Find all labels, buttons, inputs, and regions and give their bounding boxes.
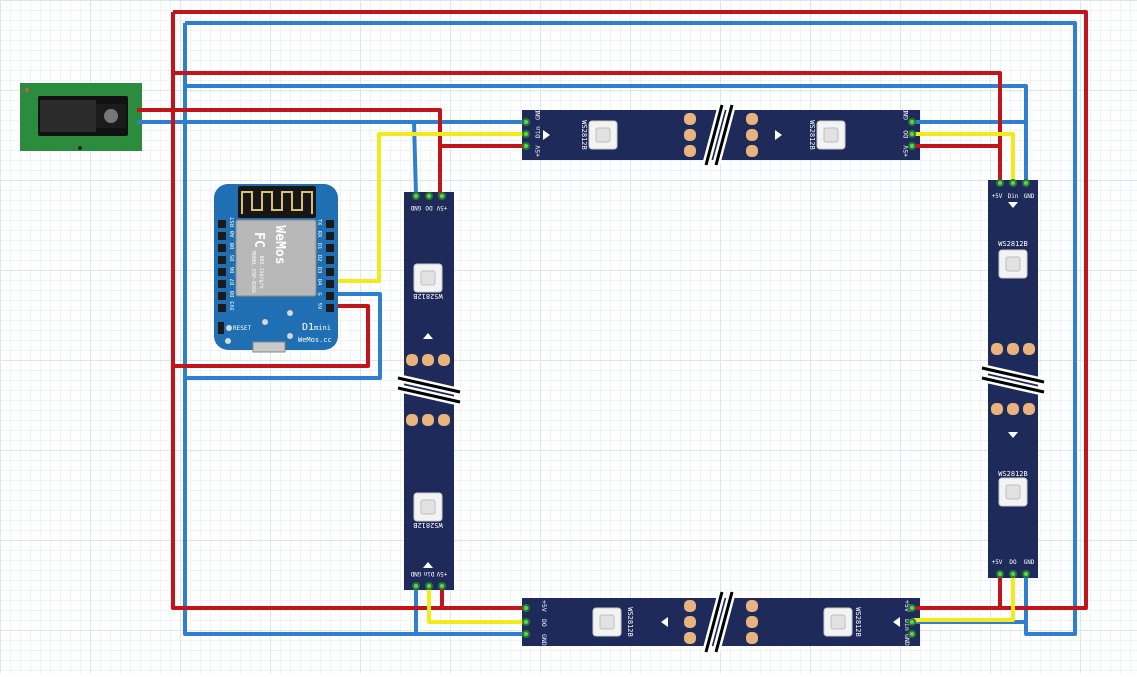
chip-label: WS2812B: [413, 521, 443, 529]
led-strip-right[interactable]: WS2812B WS2812B +5V Din GND +5V DO GND: [981, 180, 1045, 578]
pad-label-gnd: GND: [540, 634, 548, 646]
pin-label: D6: [230, 267, 236, 274]
pad-label-vcc: +5V: [992, 559, 1003, 566]
arrow-icon: [1008, 432, 1018, 438]
chip-label: WS2812B: [413, 292, 443, 300]
pin-label: D2: [316, 255, 322, 262]
pad-label-din: Din: [1008, 193, 1019, 200]
pad-label-vcc: +5V: [540, 600, 548, 612]
arrow-icon: [893, 617, 900, 627]
reset-label: RESET: [233, 325, 251, 332]
pad-label-do: DO: [902, 130, 910, 138]
pin-label: G: [316, 292, 322, 295]
pad-label-vcc: +5V: [903, 600, 911, 612]
arrow-icon: [661, 617, 668, 627]
pin-header-right: [326, 220, 334, 312]
model-text: MODEL ESP-8266: [250, 251, 256, 293]
pad-label-din: Din: [903, 619, 911, 631]
pad-label-vcc: +5V: [534, 145, 542, 157]
pad-label-din: Din: [534, 126, 542, 138]
dc-jack-icon[interactable]: [20, 83, 142, 151]
pin-label: D4: [316, 279, 322, 286]
chip-label: WS2812B: [808, 120, 816, 150]
arrow-icon: [1008, 202, 1018, 208]
pin-label: RX: [316, 231, 322, 238]
led-chip-icon: [823, 607, 853, 637]
pad-label-gnd: GND: [534, 108, 542, 120]
pad-label-gnd: GND: [1024, 559, 1035, 566]
solder-pads: [746, 600, 758, 644]
solder-pads: [684, 113, 696, 157]
reset-button[interactable]: [218, 322, 224, 334]
pad-label-din: Din: [423, 570, 434, 577]
chip-label: WS2812B: [580, 120, 588, 150]
pad-label-gnd: GND: [903, 634, 911, 646]
pad-label-do: DO: [425, 204, 433, 211]
solder-pads: [746, 113, 758, 157]
pin-label: 5V: [316, 303, 322, 310]
pin-label: RST: [230, 216, 236, 227]
arrow-icon: [775, 130, 782, 140]
pad-label-vcc: +5V: [992, 193, 1003, 200]
led-chip-icon: [998, 249, 1028, 279]
pin-label: D7: [230, 279, 236, 286]
board-site: WeMos.cc: [298, 336, 332, 344]
led-chip-icon: [998, 477, 1028, 507]
pad-label-gnd: GND: [902, 108, 910, 120]
led-chip-icon: [413, 263, 443, 293]
pin-header-left: [218, 220, 226, 312]
led-chip-icon: [413, 492, 443, 522]
pin-label: 3V3: [230, 301, 236, 311]
pin-label: D1: [316, 243, 322, 250]
arrow-icon: [543, 130, 550, 140]
solder-pads: [684, 600, 696, 644]
chip-label: WS2812B: [854, 607, 862, 637]
brand-logo: WeMos: [272, 225, 287, 264]
model-text: 802.11b/g/n: [258, 255, 264, 288]
pad-label-vcc: +5V: [902, 145, 910, 157]
led-chip-icon: [588, 120, 618, 150]
pad-label-do: DO: [540, 619, 548, 627]
pad-label-gnd: GND: [410, 570, 421, 577]
pin-label: A0: [230, 231, 236, 238]
d1-mini-board[interactable]: WeMos FC MODEL ESP-8266 802.11b/g/n RST …: [214, 184, 338, 353]
solder-pads: [991, 403, 1035, 415]
pin-label: D5: [230, 255, 236, 262]
solder-pads: [406, 414, 450, 426]
chip-label: WS2812B: [998, 470, 1028, 478]
arrow-icon: [423, 333, 433, 339]
pad-label-vcc: +5V: [436, 570, 447, 577]
pin-label: D8: [230, 291, 236, 298]
wires: [137, 10, 1088, 638]
board-title: D1mini: [302, 322, 331, 333]
fc-mark: FC: [251, 232, 266, 248]
solder-pads: [406, 354, 450, 366]
pad-label-gnd: GND: [1024, 193, 1035, 200]
led-chip-icon: [592, 607, 622, 637]
pin-label: D0: [230, 243, 236, 250]
wifi-antenna-icon: [238, 186, 316, 218]
chip-label: WS2812B: [998, 240, 1028, 248]
pin-label: D3: [316, 267, 322, 274]
left-pin-labels: RST A0 D0 D5 D6 D7 D8 3V3: [230, 216, 236, 311]
arrow-icon: [423, 562, 433, 568]
led-strip-top[interactable]: WS2812B WS2812B GND Din +5V GND DO +5V: [522, 103, 920, 167]
right-pin-labels: TX RX D1 D2 D3 D4 G 5V: [316, 219, 322, 310]
pad-label-gnd: GND: [410, 204, 421, 211]
pad-label-vcc: +5V: [436, 204, 447, 211]
led-strip-bottom[interactable]: WS2812B WS2812B +5V DO GND +5V Din GND: [522, 590, 920, 654]
pad-label-do: DO: [1009, 559, 1017, 566]
led-strip-left[interactable]: WS2812B WS2812B GND DO +5V GND Din +5V: [397, 192, 461, 590]
led-chip-icon: [816, 120, 846, 150]
usb-port[interactable]: [252, 341, 286, 353]
pin-label: TX: [316, 219, 322, 226]
chip-label: WS2812B: [626, 607, 634, 637]
solder-pads: [991, 343, 1035, 355]
